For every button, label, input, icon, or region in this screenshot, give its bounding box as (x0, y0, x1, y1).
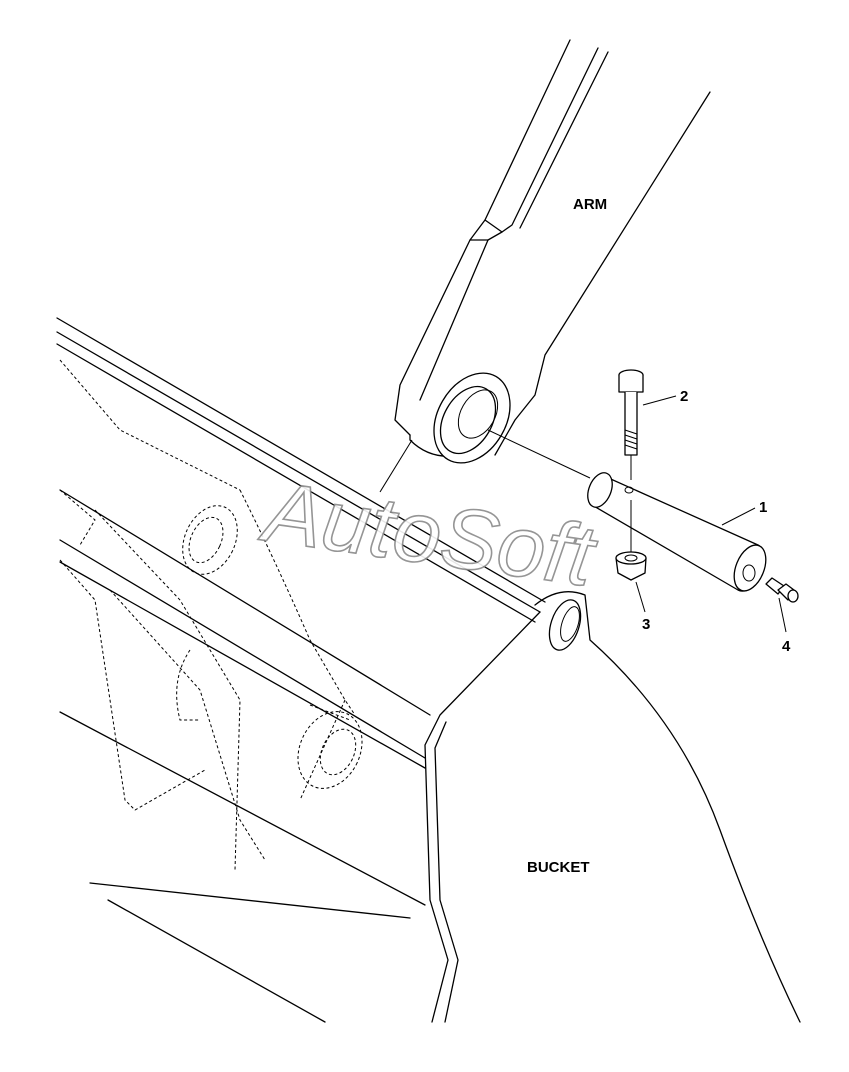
bucket (56, 317, 801, 1023)
arm (394, 39, 711, 457)
bolt-part-2 (618, 369, 644, 480)
callout-3: 3 (642, 616, 650, 633)
callout-2: 2 (680, 388, 688, 405)
nut-part-3 (615, 500, 647, 581)
grease-fitting-part-4 (765, 577, 799, 603)
watermark: AutoSoft (254, 463, 602, 605)
bucket-label: BUCKET (527, 859, 590, 876)
alignment-lines (379, 429, 591, 493)
leader-lines (635, 395, 787, 633)
arm-label: ARM (573, 196, 607, 213)
callout-4: 4 (782, 638, 791, 655)
pin-part-1 (587, 472, 767, 592)
arm-pin-bore (433, 372, 511, 464)
bucket-pin-boss (548, 599, 582, 651)
callout-1: 1 (759, 499, 767, 516)
hidden-lines (59, 359, 363, 871)
